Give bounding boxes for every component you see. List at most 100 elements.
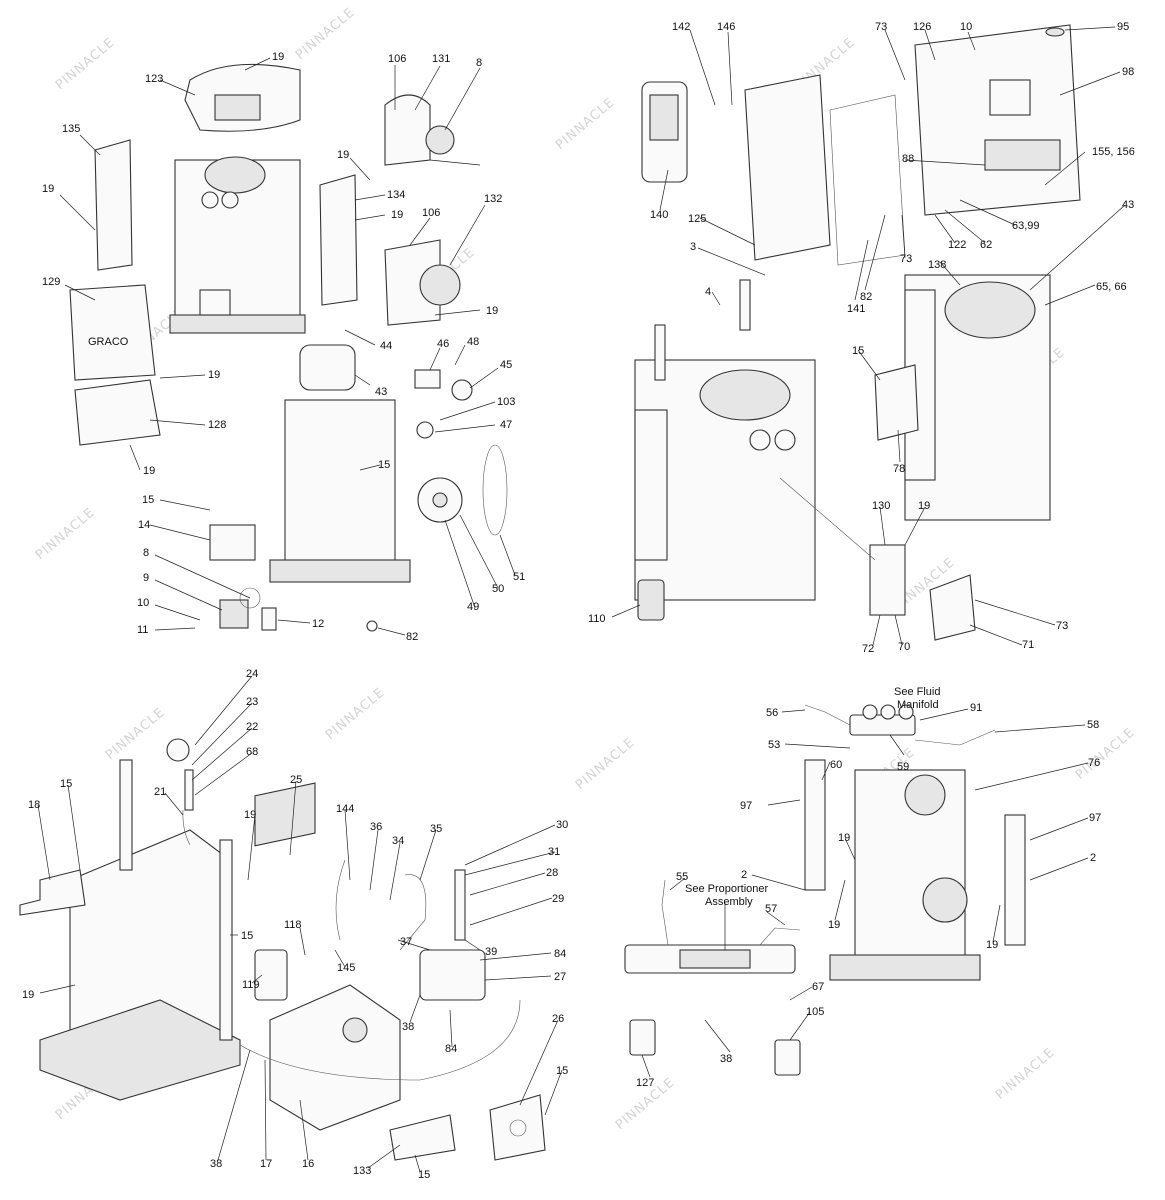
filter-110 (637, 579, 665, 621)
base-plate (829, 954, 981, 981)
callout: 50 (492, 583, 504, 595)
hose (399, 874, 427, 951)
callout: 57 (765, 903, 777, 915)
callout: 21 (154, 786, 166, 798)
callout: 56 (766, 707, 778, 719)
note-fluid-manifold: Manifold (897, 699, 939, 711)
callout: 19 (208, 369, 220, 381)
hose-56 (804, 704, 851, 726)
quadrant-top-left: GRACO (42, 51, 525, 643)
callout: 155, 156 (1092, 146, 1135, 158)
watermark: PINNACLE (1073, 725, 1138, 783)
callout: 128 (208, 419, 226, 431)
hose-55 (661, 879, 669, 946)
callout: 55 (676, 871, 688, 883)
callout: 146 (717, 21, 735, 33)
callout: 58 (1087, 719, 1099, 731)
watermark: PINNACLE (553, 95, 618, 153)
callout: 15 (556, 1065, 568, 1077)
callout: 51 (513, 571, 525, 583)
rear-motor (944, 281, 1036, 339)
front-cover (69, 284, 156, 381)
callout: 106 (388, 53, 406, 65)
callout: 122 (948, 239, 966, 251)
callout: 106 (422, 207, 440, 219)
callout: 84 (554, 948, 566, 960)
idler (416, 421, 434, 439)
fan-guard (239, 587, 261, 609)
callout: 62 (980, 239, 992, 251)
callout: 19 (244, 809, 256, 821)
callout: 129 (42, 276, 60, 288)
callout: 84 (445, 1043, 457, 1055)
callout: 65, 66 (1096, 281, 1127, 293)
heater-left (804, 759, 826, 891)
callout: 30 (556, 819, 568, 831)
callout: 131 (432, 53, 450, 65)
machine-motor (699, 369, 791, 421)
fan-shroud-upper (384, 94, 431, 166)
hose-57 (759, 927, 801, 946)
watermark: PINNACLE (993, 1045, 1058, 1103)
callout: 23 (246, 696, 258, 708)
left-side-panel (94, 139, 133, 271)
rear-side-panel (904, 289, 936, 481)
callout: 19 (918, 500, 930, 512)
callout: 71 (1022, 639, 1034, 651)
shroud-slot (214, 94, 261, 121)
callout: 60 (830, 759, 842, 771)
callout: 2 (1090, 852, 1096, 864)
frame-post (219, 839, 233, 1041)
gauge (774, 429, 796, 451)
manifold-gauge (898, 704, 914, 720)
callout: 76 (1088, 757, 1100, 769)
cover-71 (929, 574, 976, 641)
watermark: PINNACLE (53, 35, 118, 93)
small-pulley (451, 379, 473, 401)
callout: 17 (260, 1158, 272, 1170)
plate-26 (489, 1094, 546, 1161)
gauge (221, 191, 239, 209)
quadrant-bottom-right: See Fluid Manifold See Proportioner Asse… (624, 686, 1101, 1089)
watermark: PINNACLE (573, 735, 638, 793)
callout: 10 (960, 21, 972, 33)
callout: 19 (272, 51, 284, 63)
gauge (749, 429, 771, 451)
callout: 98 (1122, 66, 1134, 78)
callout: 19 (391, 209, 403, 221)
pump-cylinder (679, 949, 751, 969)
callout: 8 (476, 57, 482, 69)
callout: 47 (500, 419, 512, 431)
callout: 43 (375, 386, 387, 398)
callout: 35 (430, 823, 442, 835)
right-side-panel (319, 174, 358, 306)
callout: 126 (913, 21, 931, 33)
callout: 12 (312, 618, 324, 630)
quadrant-top-right: 142 146 73 126 10 95 98 88 155, 156 140 … (588, 21, 1135, 655)
callout: 95 (1117, 21, 1129, 33)
callout: 68 (246, 746, 258, 758)
gauge-stem (184, 769, 194, 811)
callout: 15 (378, 459, 390, 471)
callout: 19 (838, 832, 850, 844)
callout: 73 (900, 253, 912, 265)
watermark: PINNACLE (323, 685, 388, 743)
callout: 19 (143, 465, 155, 477)
door-gasket (829, 94, 906, 266)
reservoir-cap (342, 1017, 368, 1043)
callout: 28 (546, 867, 558, 879)
callout: 11 (137, 624, 148, 636)
hose-58 (914, 729, 996, 746)
valve-105 (774, 1039, 801, 1076)
fan (425, 125, 455, 155)
callout: 132 (484, 193, 502, 205)
watermark: PINNACLE (293, 5, 358, 63)
callout: 3 (690, 241, 696, 253)
callout: 44 (380, 340, 392, 352)
callout: 63,99 (1012, 220, 1040, 232)
callout: 43 (1122, 199, 1134, 211)
callout: 18 (28, 799, 40, 811)
callout: 118 (284, 919, 302, 931)
gauge (201, 191, 219, 209)
